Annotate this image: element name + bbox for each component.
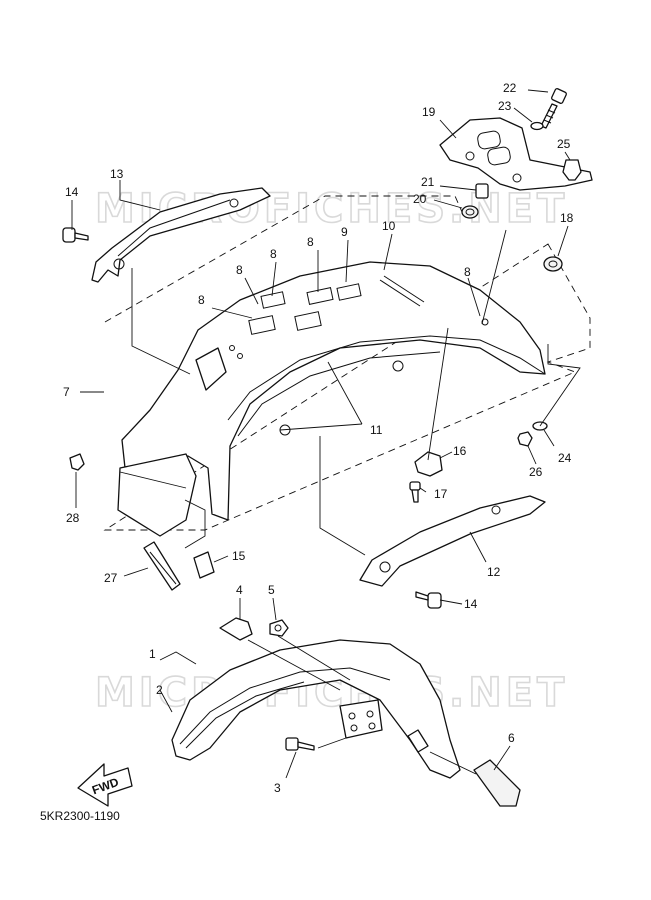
- clip-28: [69, 453, 85, 471]
- leader-lines: [71, 89, 571, 779]
- callout-1: 1: [149, 647, 156, 661]
- callout-24: 24: [558, 451, 572, 465]
- grommet-18: [543, 256, 563, 272]
- callout-2: 2: [156, 683, 163, 697]
- reflector-6: [473, 759, 521, 807]
- callout-25: 25: [557, 137, 571, 151]
- washer-23: [530, 121, 544, 131]
- callout-8-c: 8: [236, 263, 243, 277]
- clamp-16: [414, 451, 443, 477]
- callout-15: 15: [232, 549, 246, 563]
- callout-13: 13: [110, 167, 124, 181]
- callout-14-top: 14: [65, 185, 79, 199]
- callout-23: 23: [498, 99, 512, 113]
- callout-21: 21: [421, 175, 435, 189]
- fwd-arrow-icon: FWD: [77, 763, 133, 807]
- rear-assembly-boundary: [103, 195, 591, 531]
- diagram-code: 5KR2300-1190: [40, 809, 120, 823]
- callout-22: 22: [503, 81, 517, 95]
- callout-10: 10: [382, 219, 396, 233]
- bolt-14-bottom: [415, 591, 442, 609]
- assembly-lines: [119, 229, 581, 775]
- callout-8-a: 8: [307, 235, 314, 249]
- bolt-14-top: [62, 227, 89, 243]
- callout-7: 7: [63, 385, 70, 399]
- band-27: [143, 541, 181, 591]
- callout-27: 27: [104, 571, 118, 585]
- bracket-4: [219, 617, 253, 641]
- callout-9: 9: [341, 225, 348, 239]
- front-fender-1: [171, 639, 461, 779]
- callout-8-e: 8: [464, 265, 471, 279]
- callout-20: 20: [413, 192, 427, 206]
- callout-8-d: 8: [198, 293, 205, 307]
- callout-19: 19: [422, 105, 436, 119]
- callout-8-b: 8: [270, 247, 277, 261]
- bolt-22: [540, 88, 567, 129]
- cushion-15: [193, 551, 215, 579]
- callout-4: 4: [236, 583, 243, 597]
- callout-5: 5: [268, 583, 275, 597]
- callout-28: 28: [66, 511, 80, 525]
- side-rail-13: [91, 187, 271, 283]
- callout-3: 3: [274, 781, 281, 795]
- callout-14-bottom: 14: [464, 597, 478, 611]
- rear-fender-10: [117, 261, 546, 537]
- callout-11: 11: [370, 423, 383, 437]
- callout-18: 18: [560, 211, 574, 225]
- nut-5: [269, 619, 289, 637]
- callout-16: 16: [453, 444, 467, 458]
- side-rail-12: [359, 495, 546, 587]
- callout-17: 17: [434, 487, 448, 501]
- collar-21: [475, 183, 489, 199]
- bolt-3: [285, 737, 315, 751]
- nut-26: [517, 431, 533, 447]
- bracket-19: [439, 117, 593, 191]
- grommet-20: [461, 205, 479, 219]
- callout-26: 26: [529, 465, 543, 479]
- screw-17: [409, 481, 421, 503]
- callouts: 14 13 22 23 19 25 21 20 18 10 9 8 8 8 8 …: [63, 81, 574, 795]
- cap-25: [562, 159, 582, 181]
- callout-12: 12: [487, 565, 501, 579]
- callout-6: 6: [508, 731, 515, 745]
